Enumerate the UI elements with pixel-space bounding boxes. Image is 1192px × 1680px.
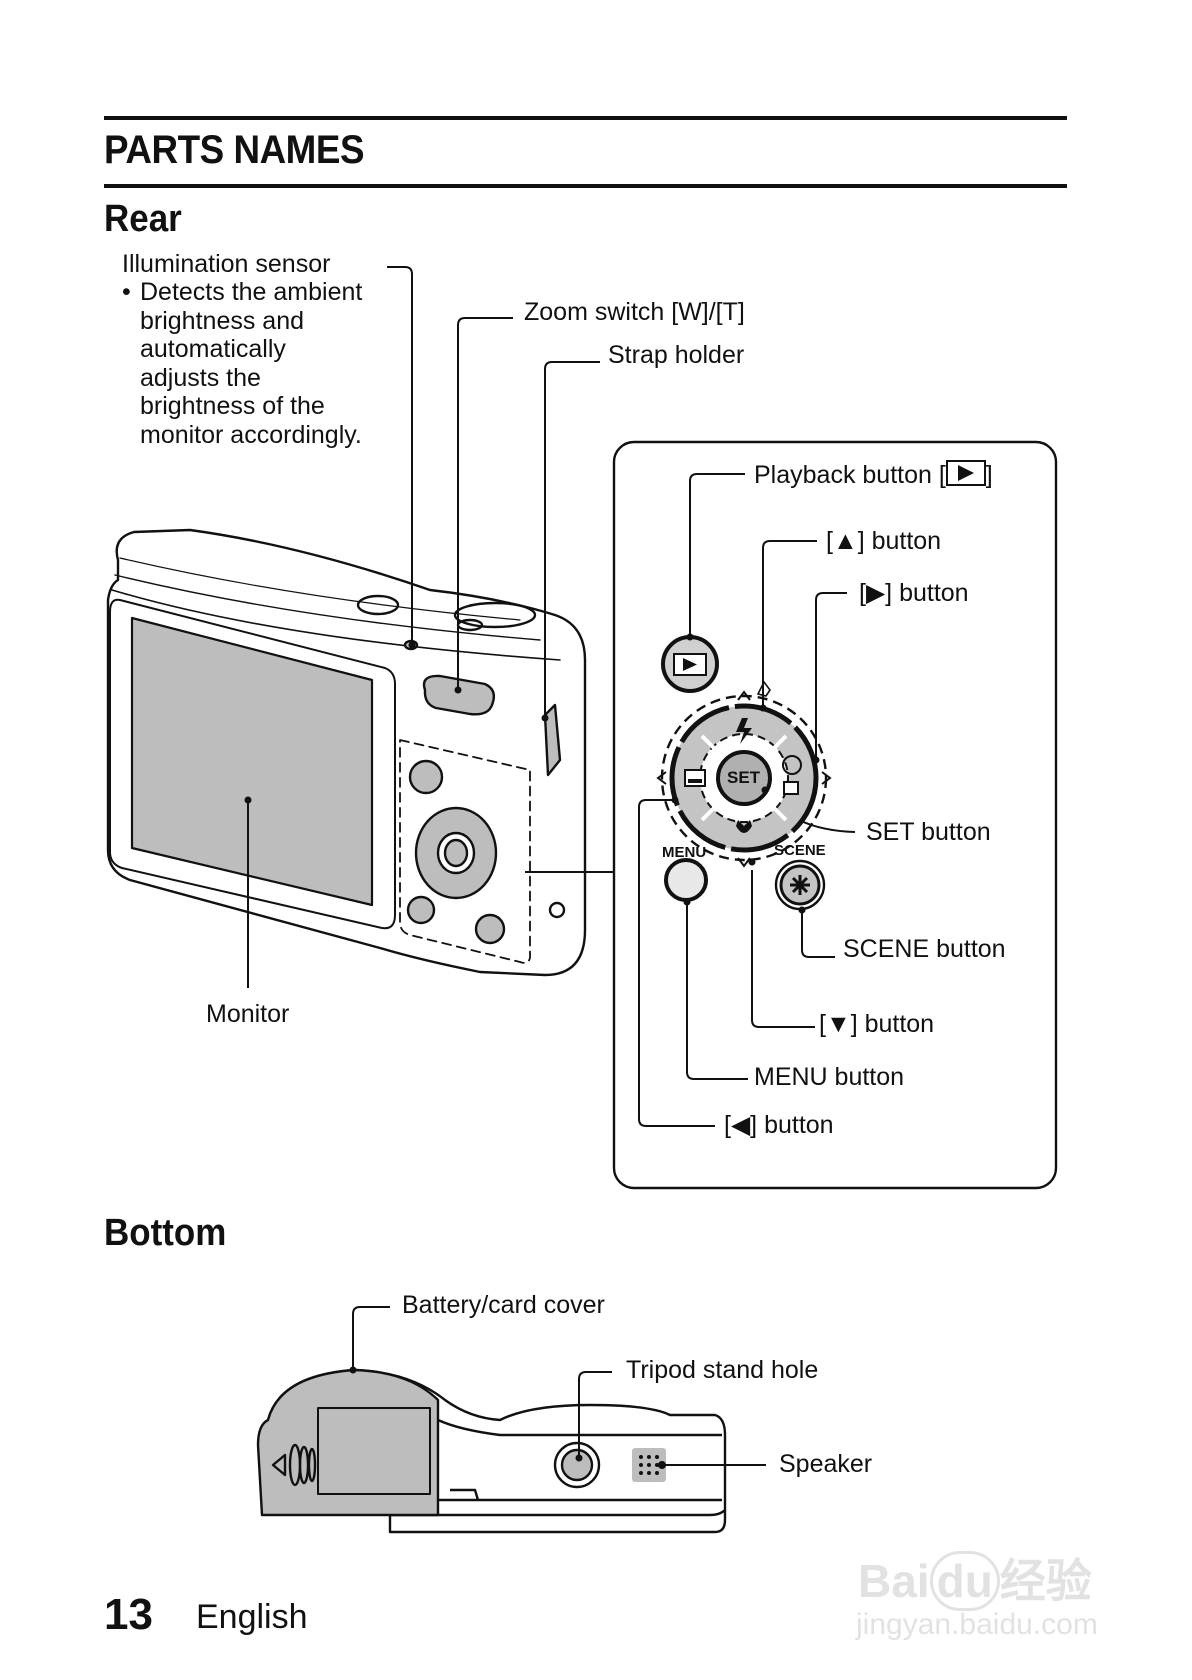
battery-window bbox=[317, 1407, 431, 1495]
tripod-hole-label: Tripod stand hole bbox=[626, 1356, 819, 1384]
page-language: English bbox=[196, 1598, 308, 1636]
description-line: Detects the ambient bbox=[140, 278, 363, 306]
speaker-label: Speaker bbox=[779, 1450, 873, 1478]
paw-icon: du bbox=[929, 1551, 1000, 1611]
menu-key bbox=[664, 858, 708, 902]
strap-holder bbox=[543, 703, 562, 777]
menu-button-label: MENU button bbox=[754, 1063, 905, 1091]
description-line: adjusts the bbox=[140, 363, 261, 392]
right-button-label: [▶] button bbox=[859, 579, 969, 607]
dpad-rear bbox=[414, 806, 498, 900]
description-line: brightness and bbox=[140, 306, 305, 335]
menu-key-text: MENU bbox=[662, 844, 707, 861]
illumination-sensor-label: Illumination sensor bbox=[122, 250, 331, 278]
scene-key-text: SCENE bbox=[774, 842, 826, 859]
up-button-label: [▲] button bbox=[826, 527, 942, 555]
zoom-switch bbox=[422, 674, 496, 716]
monitor-screen bbox=[130, 616, 374, 907]
description-line: automatically bbox=[140, 335, 286, 363]
playback-key bbox=[661, 635, 719, 693]
monitor-label: Monitor bbox=[206, 1000, 290, 1028]
top-rule bbox=[104, 116, 1067, 120]
battery-cover-label: Battery/card cover bbox=[402, 1291, 605, 1319]
monitor-frame bbox=[109, 598, 396, 930]
set-key-text: SET bbox=[727, 768, 761, 787]
bottom-heading: Bottom bbox=[104, 1212, 227, 1254]
speaker-grille bbox=[632, 1448, 666, 1482]
description-line: brightness of the bbox=[140, 392, 325, 420]
page-number: 13 bbox=[104, 1590, 153, 1639]
shutter-button bbox=[356, 594, 400, 616]
strap-holder-label: Strap holder bbox=[608, 341, 745, 369]
camera-body bbox=[106, 528, 587, 977]
watermark-url: jingyan.baidu.com bbox=[856, 1608, 1098, 1641]
title-rule bbox=[104, 184, 1067, 188]
illumination-sensor bbox=[403, 639, 419, 651]
tripod-hole bbox=[553, 1441, 601, 1489]
left-button-label: [◀] button bbox=[724, 1111, 834, 1139]
scene-key bbox=[774, 859, 826, 911]
playback-button-label: Playback button [] bbox=[754, 460, 993, 489]
bullet: • bbox=[122, 278, 131, 306]
description-line: monitor accordingly. bbox=[140, 420, 362, 449]
zoom-switch-label: Zoom switch [W]/[T] bbox=[524, 298, 745, 326]
scene-button-label: SCENE button bbox=[843, 935, 1006, 963]
playback-icon bbox=[945, 460, 986, 486]
rear-heading: Rear bbox=[104, 198, 182, 240]
power-button bbox=[453, 601, 537, 629]
camera-bottom-body bbox=[266, 1368, 727, 1534]
battery-card-cover bbox=[256, 1368, 440, 1517]
page-title: PARTS NAMES bbox=[104, 128, 365, 172]
set-button-label: SET button bbox=[866, 818, 991, 846]
down-button-label: [▼] button bbox=[819, 1010, 935, 1038]
